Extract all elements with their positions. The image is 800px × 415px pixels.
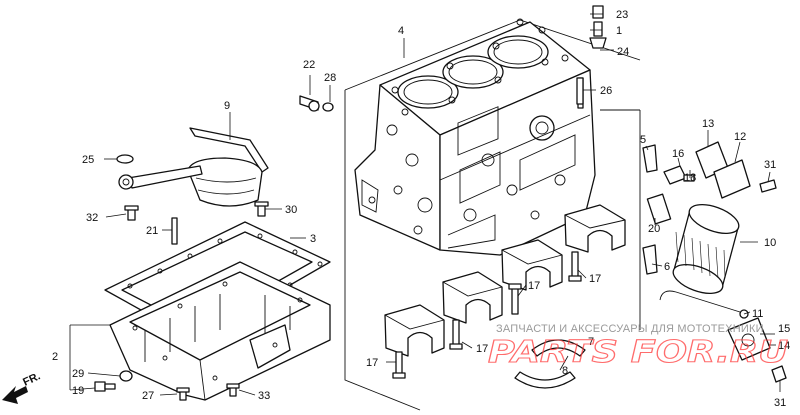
callout-8: 8 xyxy=(562,365,568,377)
callout-4: 4 xyxy=(398,25,404,37)
callout-1: 1 xyxy=(616,25,622,37)
callout-17-c: 17 xyxy=(476,343,488,355)
callout-28: 28 xyxy=(324,72,336,84)
callout-33: 33 xyxy=(258,390,270,402)
callout-12: 12 xyxy=(734,131,746,143)
oil-strainer xyxy=(118,127,269,207)
callout-14: 14 xyxy=(778,340,790,352)
callout-15: 15 xyxy=(778,323,790,335)
o-ring xyxy=(116,154,134,164)
oil-filter xyxy=(672,203,740,295)
oil-pan xyxy=(109,261,331,401)
callout-26: 26 xyxy=(600,85,612,97)
callout-16: 16 xyxy=(672,148,684,160)
pan-bolts xyxy=(176,383,240,401)
brackets xyxy=(642,144,658,275)
cylinder-block xyxy=(354,18,596,256)
drain-bolt xyxy=(94,381,116,392)
leader-lines xyxy=(69,13,781,396)
callout-6: 6 xyxy=(664,261,670,273)
filter-adapter xyxy=(646,193,672,225)
callout-31-b: 31 xyxy=(774,397,786,409)
thrust-washers xyxy=(514,339,586,389)
callout-17-d: 17 xyxy=(366,357,378,369)
front-direction-arrow xyxy=(2,386,28,404)
callout-17-b: 17 xyxy=(528,280,540,292)
callout-23: 23 xyxy=(616,9,628,21)
callout-9: 9 xyxy=(224,100,230,112)
callout-31-a: 31 xyxy=(764,159,776,171)
callout-30: 30 xyxy=(285,204,297,216)
callout-29: 29 xyxy=(72,368,84,380)
callout-27: 27 xyxy=(142,390,154,402)
callout-21: 21 xyxy=(146,225,158,237)
watermark-caption: ЗАПЧАСТИ И АКСЕССУАРЫ ДЛЯ МОТОТЕХНИКИ xyxy=(496,323,764,335)
callout-19: 19 xyxy=(72,385,84,397)
callout-20: 20 xyxy=(648,223,660,235)
callout-3: 3 xyxy=(310,233,316,245)
oil-dipstick xyxy=(659,290,749,319)
strainer-bolts xyxy=(124,201,269,221)
callout-10: 10 xyxy=(764,237,776,249)
dipstick-plate xyxy=(727,317,771,361)
drain-washer xyxy=(119,370,133,382)
front-direction-label: FR. xyxy=(21,370,42,388)
callout-22: 22 xyxy=(303,59,315,71)
watermark-logo: PARTS FOR.RU xyxy=(488,335,788,370)
callout-17-a: 17 xyxy=(589,273,601,285)
cover-bolts xyxy=(759,179,787,383)
callout-7: 7 xyxy=(588,336,594,348)
callout-32: 32 xyxy=(86,212,98,224)
cylinder-sleeve-parts xyxy=(589,5,607,49)
callout-25: 25 xyxy=(82,154,94,166)
callout-numbers: 4 9 25 32 30 21 3 22 28 2 29 19 27 33 23… xyxy=(52,9,790,409)
callout-24: 24 xyxy=(617,46,629,58)
bearing-cap-bolts xyxy=(392,251,582,379)
callout-2: 2 xyxy=(52,351,58,363)
cover-gasket xyxy=(695,141,751,199)
callout-13: 13 xyxy=(702,118,714,130)
callout-18: 18 xyxy=(684,172,696,184)
stud-bolt xyxy=(171,217,178,245)
main-bearing-caps xyxy=(384,204,626,357)
oil-pressure-switch xyxy=(663,165,695,185)
bolt-and-washer xyxy=(299,95,334,112)
callout-5: 5 xyxy=(640,134,646,146)
stud-26 xyxy=(576,77,584,105)
callout-11: 11 xyxy=(752,308,763,320)
